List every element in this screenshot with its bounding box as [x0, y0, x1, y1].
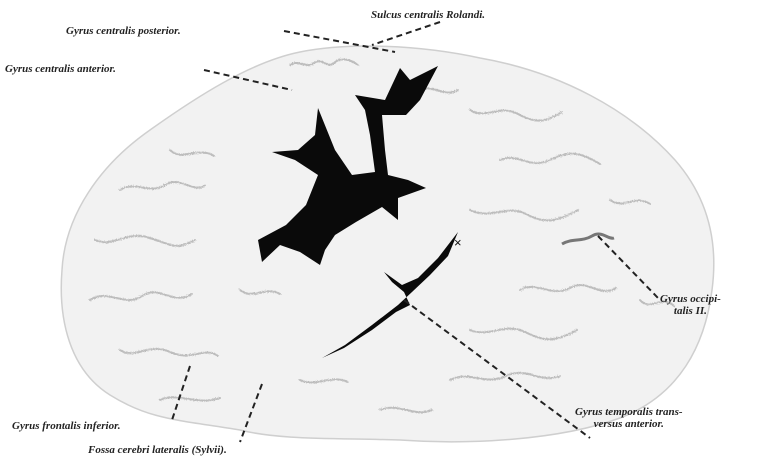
- leader-sulcus-centralis: [372, 22, 440, 45]
- label-gyrus-frontalis-inferior: Gyrus frontalis inferior.: [12, 420, 121, 432]
- label-gyrus-centralis-posterior: Gyrus centralis posterior.: [66, 25, 181, 37]
- label-sulcus-centralis: Sulcus centralis Rolandi.: [371, 9, 485, 21]
- label-fossa-cerebri-lateralis: Fossa cerebri lateralis (Sylvii).: [88, 444, 227, 456]
- marker-cross: ×: [454, 235, 462, 250]
- label-gyrus-temporalis-transversus: Gyrus temporalis trans- versus anterior.: [575, 406, 683, 430]
- label-gyrus-centralis-anterior: Gyrus centralis anterior.: [5, 63, 116, 75]
- label-gyrus-occipitalis: Gyrus occipi- talis II.: [660, 293, 721, 317]
